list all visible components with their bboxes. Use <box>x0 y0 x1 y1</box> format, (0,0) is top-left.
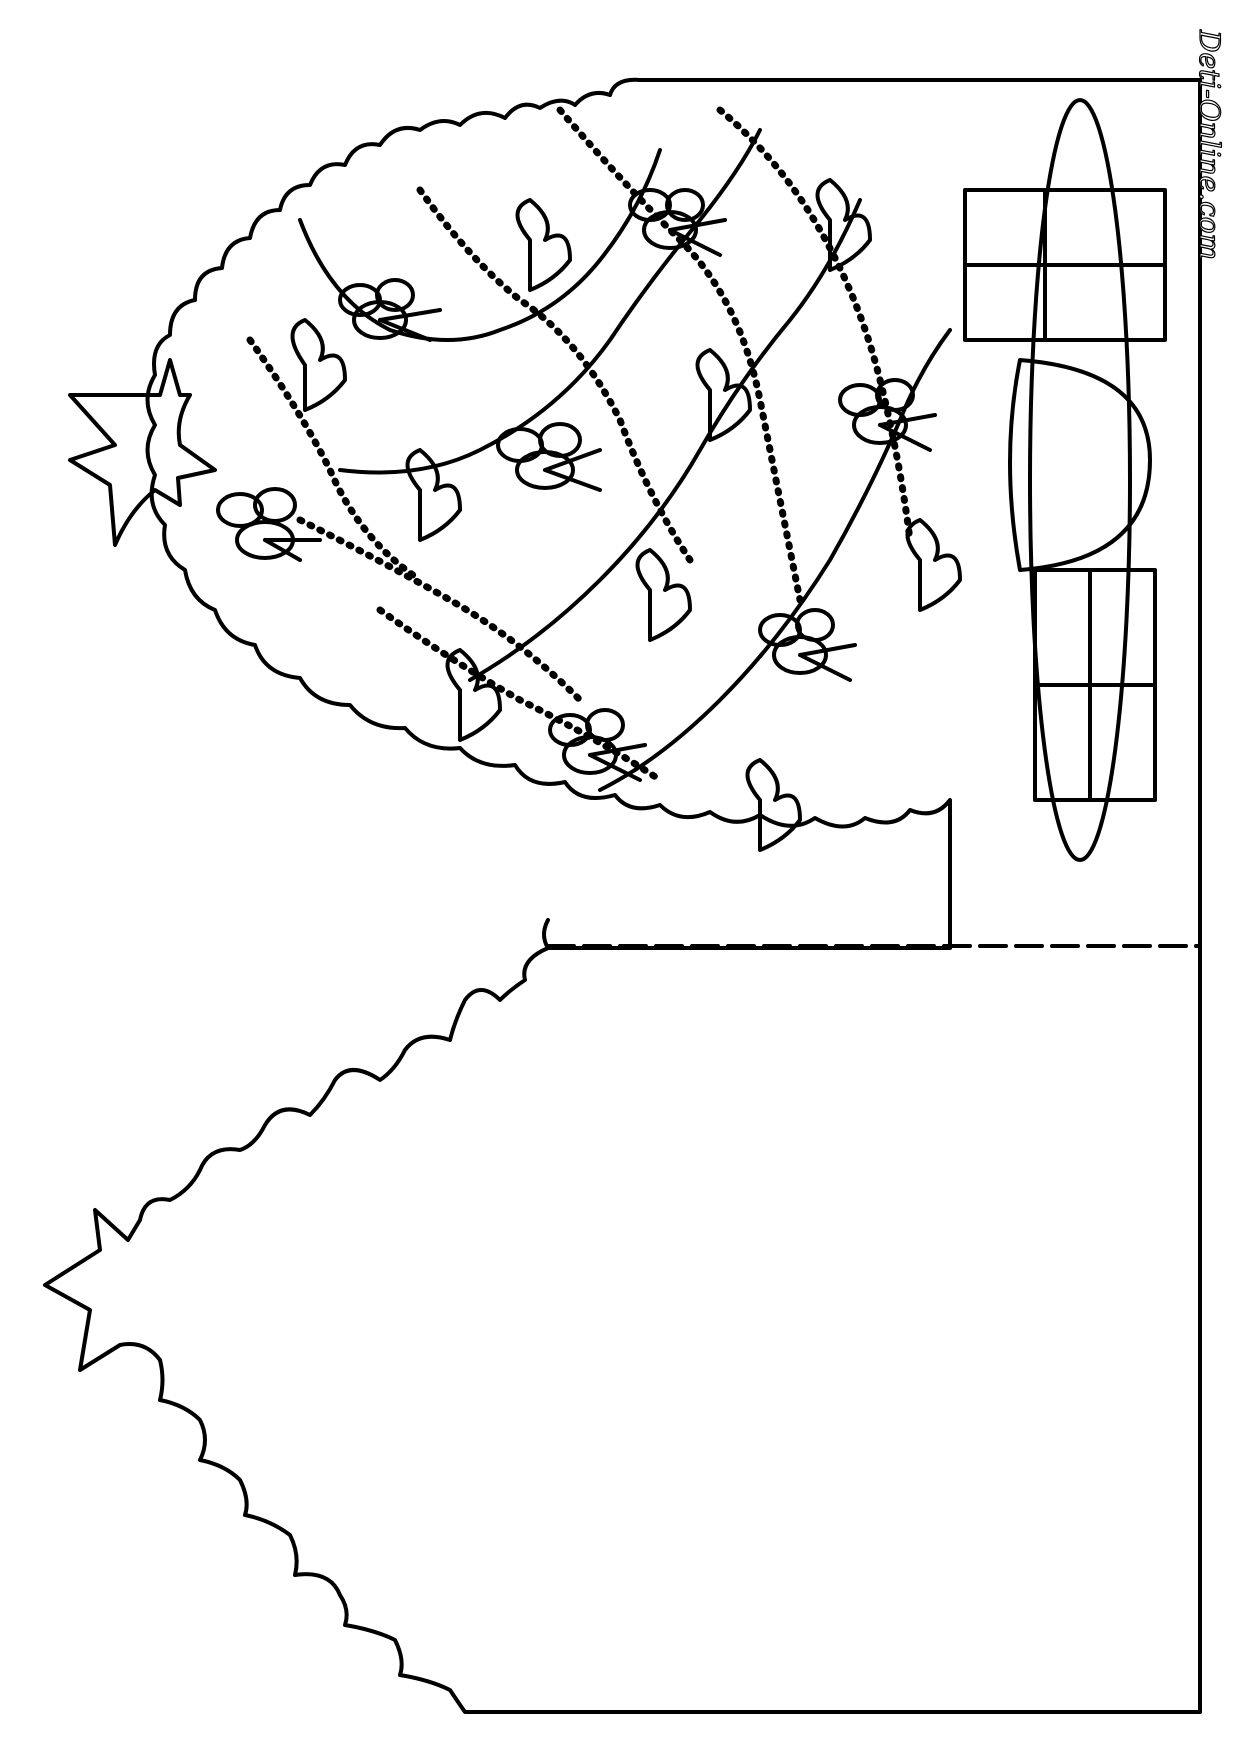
bow-icon <box>838 378 937 452</box>
blank-tree-outline <box>43 946 642 1714</box>
tree-outline <box>145 77 952 950</box>
heart-icon <box>515 198 572 292</box>
bow-icon <box>216 487 322 562</box>
bow-icon <box>758 608 857 682</box>
heart-icon <box>635 548 692 642</box>
bow-icon-group <box>216 188 937 782</box>
heart-icon <box>405 448 462 542</box>
heart-icon <box>695 348 752 442</box>
bow-icon <box>496 422 602 492</box>
tree-stand <box>1028 98 1132 862</box>
bow-icon <box>628 188 727 257</box>
heart-icon <box>905 518 962 612</box>
heart-icon <box>815 178 872 272</box>
blank-tree-cutout <box>43 946 642 1714</box>
watermark-text: Deti-Online.com <box>1193 29 1226 260</box>
heart-icon <box>445 648 502 742</box>
card-border <box>638 78 1202 1714</box>
heart-icon <box>745 758 802 852</box>
bow-icon <box>338 278 442 342</box>
heart-icon <box>290 318 347 412</box>
bead-garlands <box>246 106 914 784</box>
decorated-tree <box>68 77 1167 950</box>
pot-icon <box>1008 358 1152 572</box>
presents <box>963 98 1167 862</box>
bow-icon <box>548 708 647 782</box>
tree-star-icon <box>68 358 217 547</box>
heart-ornament-group <box>290 178 962 852</box>
